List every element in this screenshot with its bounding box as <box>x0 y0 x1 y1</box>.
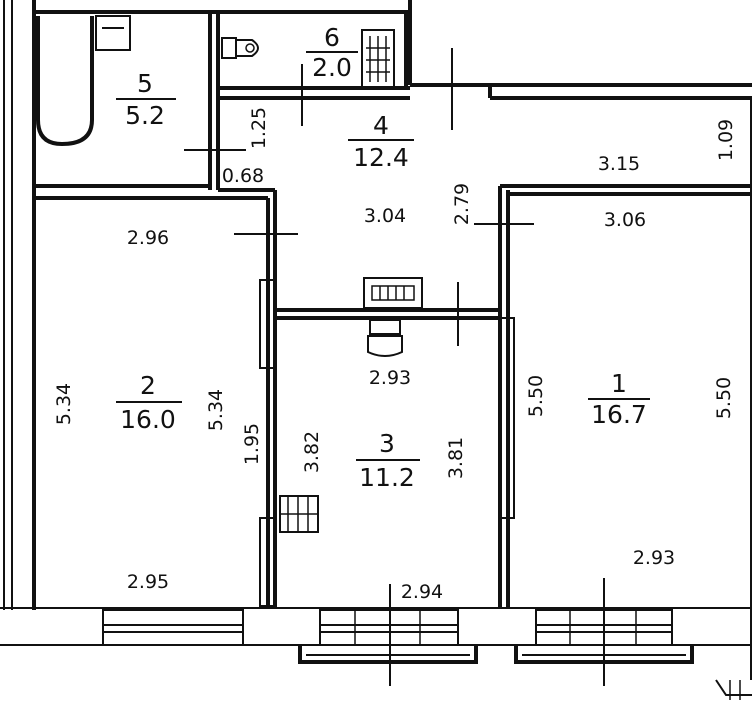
room-area-2: 16.0 <box>120 405 176 434</box>
sink <box>367 319 403 357</box>
dimension-label: 3.81 <box>445 437 467 479</box>
dimension-label: 2.96 <box>127 227 169 249</box>
window-room-2 <box>102 609 244 646</box>
room-label-5: 5 5.2 <box>116 69 176 130</box>
dimension-label: 0.68 <box>222 165 264 187</box>
room-number-4: 4 <box>373 111 389 140</box>
room-area-4: 12.4 <box>353 143 409 172</box>
dimension-label: 5.34 <box>53 383 75 425</box>
crosshair-marks <box>184 48 605 686</box>
room-number-6: 6 <box>324 23 340 52</box>
balcony-left <box>298 645 478 664</box>
room-number-5: 5 <box>137 69 153 98</box>
room-label-2: 2 16.0 <box>116 371 182 434</box>
dimension-label: 3.15 <box>598 153 640 175</box>
room-label-4: 4 12.4 <box>348 111 414 172</box>
toilet <box>221 37 259 59</box>
interior-walls <box>34 12 752 608</box>
dimension-label: 5.50 <box>525 375 547 417</box>
room-area-1: 16.7 <box>591 400 647 429</box>
room-label-6: 6 2.0 <box>306 23 358 82</box>
dimension-label: 5.50 <box>713 377 735 419</box>
dimension-label: 2.79 <box>451 183 473 225</box>
dimension-label: 3.82 <box>301 431 323 473</box>
room-number-3: 3 <box>379 429 395 458</box>
dimension-labels: 1.25 0.68 3.15 1.09 2.96 3.04 2.79 3.06 … <box>53 107 737 603</box>
dimension-label: 2.93 <box>369 367 411 389</box>
dimension-label: 1.25 <box>248 107 270 149</box>
room-area-6: 2.0 <box>312 53 352 82</box>
panel-box <box>279 495 319 533</box>
dimension-label: 3.04 <box>364 205 406 227</box>
room-number-1: 1 <box>611 369 627 398</box>
dimension-label: 3.06 <box>604 209 646 231</box>
dimension-label: 2.94 <box>401 581 443 603</box>
dimension-label: 2.95 <box>127 571 169 593</box>
dimension-label: 1.09 <box>715 119 737 161</box>
stove <box>363 277 423 309</box>
dimension-label: 2.93 <box>633 547 675 569</box>
room-number-2: 2 <box>140 371 156 400</box>
room-area-5: 5.2 <box>125 101 165 130</box>
dimension-label: 5.34 <box>205 389 227 431</box>
room-label-1: 1 16.7 <box>588 369 650 429</box>
radiator-wc <box>361 29 395 89</box>
room-label-3: 3 11.2 <box>356 429 420 492</box>
dimension-label: 1.95 <box>241 423 263 465</box>
room-area-3: 11.2 <box>359 463 415 492</box>
bathtub <box>36 15 131 147</box>
outer-walls <box>0 0 752 700</box>
